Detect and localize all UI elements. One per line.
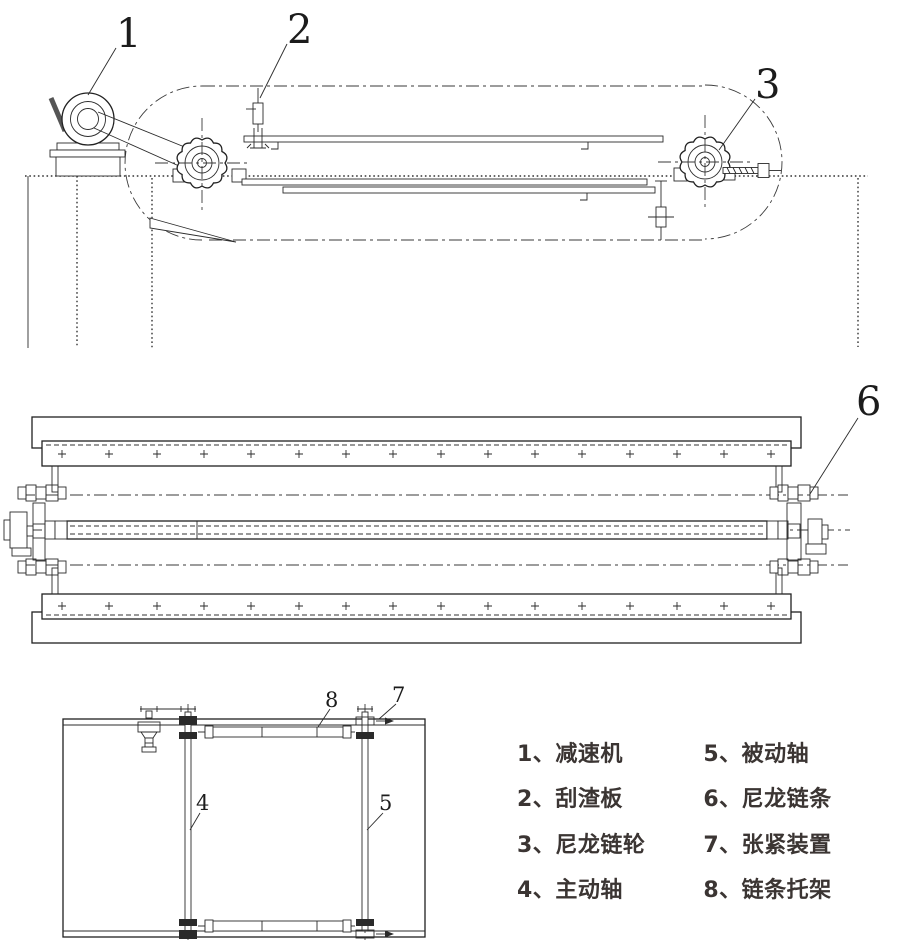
callout-1: 1: [87, 11, 141, 96]
chain-bracket-bottom: [198, 919, 358, 933]
callout-2-number: 2: [287, 7, 312, 53]
legend-item-number: 3、: [517, 832, 556, 858]
driven-shaft: [356, 704, 374, 944]
legend: 1、减速机 2、刮渣板 3、尼龙链轮 4、主动轴 5、被动轴 6、尼龙链条 7、…: [517, 729, 832, 911]
scraper-bar-top: [243, 135, 664, 150]
legend-item-name: 主动轴: [555, 878, 623, 904]
idler-end-assembly: [769, 465, 829, 595]
legend-item-number: 5、: [703, 741, 742, 767]
tensioner-bottom: [355, 929, 394, 939]
legend-item: 5、被动轴: [703, 729, 831, 775]
tensioner-top: [355, 716, 394, 726]
callout-3: 3: [718, 62, 780, 151]
drive-motor: [3, 511, 34, 557]
legend-item: 7、张紧装置: [703, 820, 831, 866]
callout-4: 4: [189, 791, 209, 831]
scraper-hanger-top: [246, 88, 270, 149]
frame-outline: [62, 718, 426, 938]
legend-item-name: 减速机: [555, 741, 623, 767]
bolt-marks-top: [58, 450, 775, 458]
legend-item-name: 被动轴: [741, 741, 810, 767]
sprocket-section-right: [786, 502, 802, 561]
end-view: 4 5 7 8: [62, 683, 426, 944]
legend-item-number: 7、: [703, 832, 742, 858]
legend-item: 1、减速机: [517, 729, 645, 775]
callout-2: 2: [259, 7, 312, 99]
callout-8-number: 8: [325, 688, 338, 712]
tank-walls: [27, 176, 859, 348]
side-elevation-view: 1 2 3: [25, 7, 868, 348]
sprocket-section-left: [32, 502, 46, 561]
shaft-adjuster: [722, 163, 781, 178]
deflector-plate: [149, 217, 237, 243]
legend-item-name: 尼龙链条: [741, 787, 832, 813]
legend-item-name: 刮渣板: [555, 787, 623, 813]
callout-5-number: 5: [379, 791, 392, 815]
callout-7: 7: [378, 683, 405, 720]
legend-item: 4、主动轴: [517, 866, 645, 912]
sprocket-right: [658, 115, 752, 208]
callout-1-number: 1: [116, 11, 141, 57]
legend-item-name: 张紧装置: [741, 832, 832, 858]
plan-view: 6: [3, 379, 881, 644]
callout-7-number: 7: [392, 683, 405, 707]
reducer: [48, 92, 126, 177]
main-shaft: [44, 520, 789, 540]
callout-6-number: 6: [856, 379, 881, 425]
drive-end-assembly: [3, 465, 67, 595]
sprocket-left: [155, 118, 250, 210]
callout-8: 8: [317, 688, 338, 728]
legend-item: 8、链条托架: [703, 866, 831, 912]
legend-item-number: 4、: [517, 878, 556, 904]
end-bearing-unit: [805, 518, 829, 555]
legend-item-name: 链条托架: [741, 878, 832, 904]
chain-bracket-top: [198, 725, 358, 739]
callout-3-number: 3: [755, 62, 780, 108]
legend-item-number: 8、: [703, 878, 742, 904]
callout-6: 6: [809, 379, 881, 495]
legend-item-number: 1、: [517, 741, 556, 767]
legend-item-name: 尼龙链轮: [555, 832, 646, 858]
legend-item: 3、尼龙链轮: [517, 820, 645, 866]
scraper-hanger-bottom: [648, 180, 674, 240]
scraper-bar-bottom: [241, 178, 656, 201]
legend-item: 2、刮渣板: [517, 775, 645, 821]
reducer-top-view: [137, 706, 196, 753]
bolt-marks-bottom: [58, 602, 775, 610]
chain-loop-centerline: [124, 84, 783, 241]
legend-item-number: 6、: [703, 787, 742, 813]
legend-item: 6、尼龙链条: [703, 775, 831, 821]
callout-5: 5: [366, 791, 392, 831]
legend-item-number: 2、: [517, 787, 556, 813]
callout-4-number: 4: [196, 791, 209, 815]
